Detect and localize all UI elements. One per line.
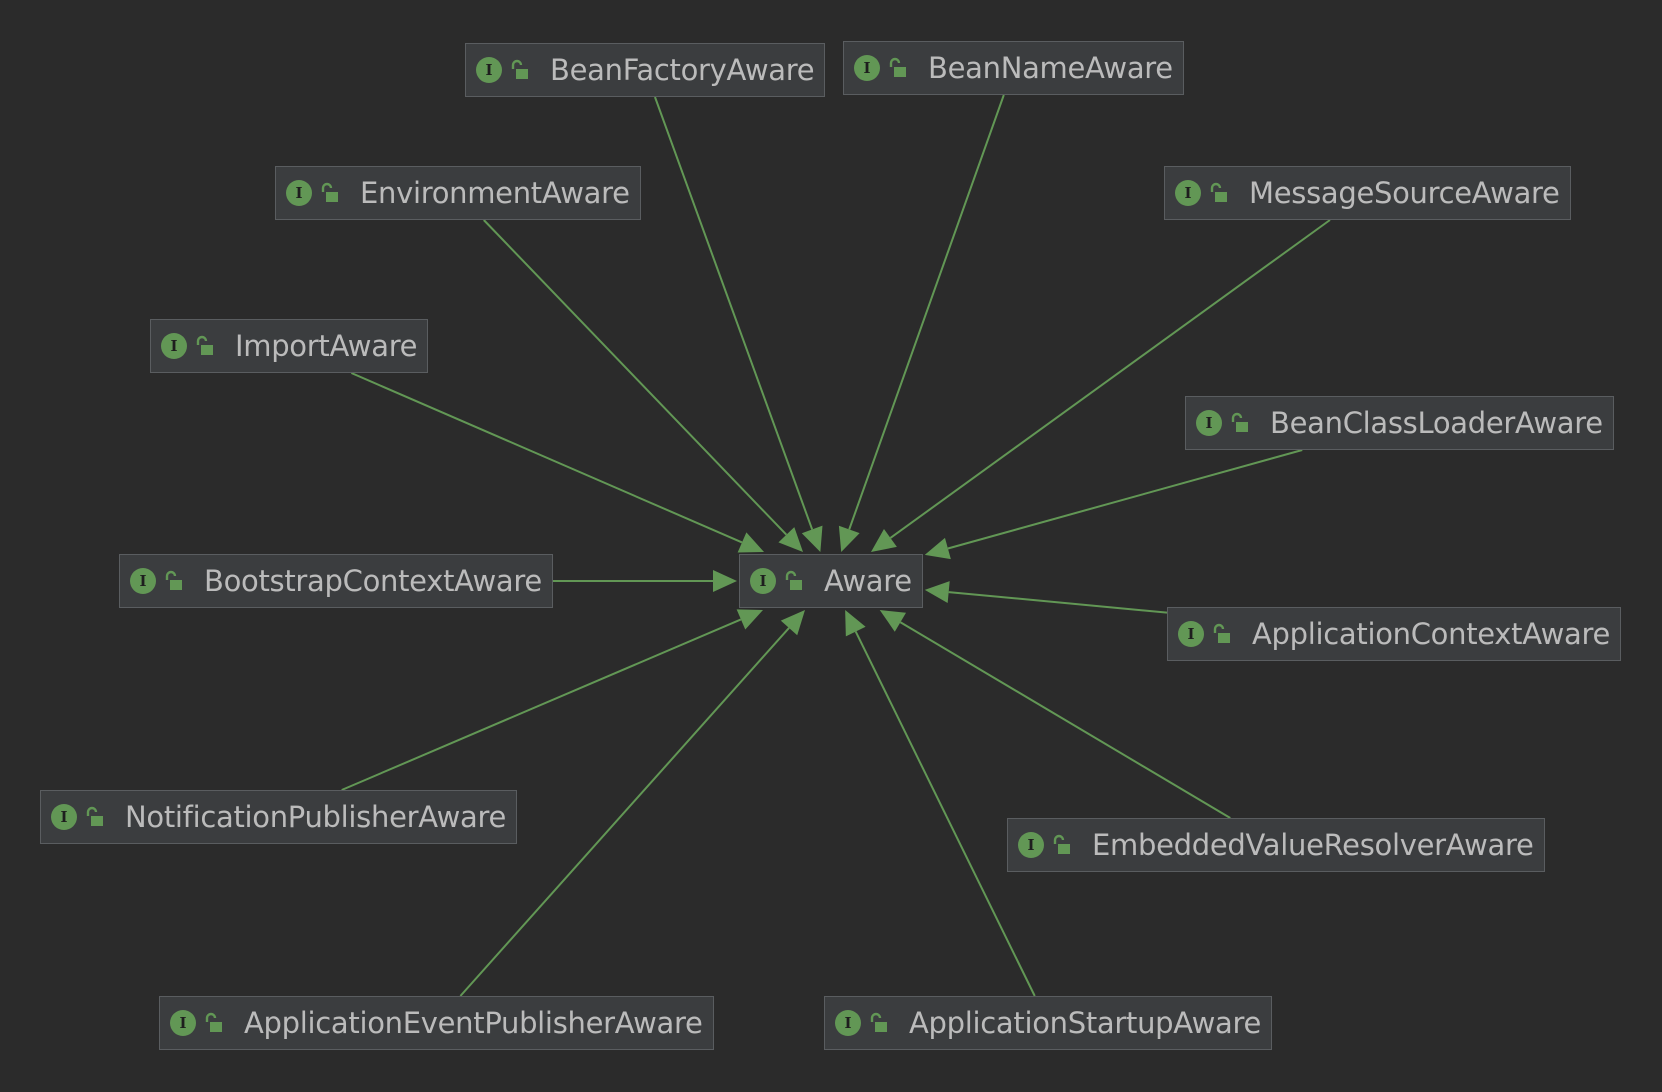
node-aware[interactable]: I Aware	[739, 554, 923, 608]
public-lock-icon	[889, 57, 906, 77]
node-application-context-aware[interactable]: I ApplicationContextAware	[1167, 607, 1622, 661]
arrowhead-import-aware	[737, 532, 765, 553]
node-environment-aware[interactable]: I EnvironmentAware	[275, 166, 641, 220]
edge-bean-class-loader-aware-to-aware	[947, 449, 1303, 550]
public-lock-icon	[196, 335, 213, 355]
public-lock-icon	[86, 806, 103, 826]
node-application-startup-aware[interactable]: I ApplicationStartupAware	[824, 996, 1273, 1050]
arrowhead-embedded-value-resolver-aware	[879, 610, 907, 632]
arrowhead-message-source-aware	[870, 529, 897, 552]
arrowhead-bean-name-aware	[838, 525, 860, 552]
public-lock-icon	[205, 1012, 222, 1032]
node-bean-class-loader-aware[interactable]: I BeanClassLoaderAware	[1185, 396, 1614, 450]
node-label: ApplicationEventPublisherAware	[244, 1005, 703, 1040]
edge-application-startup-aware-to-aware	[854, 631, 1036, 997]
interface-icon: I	[130, 568, 156, 594]
edge-bean-name-aware-to-aware	[848, 94, 1005, 530]
public-lock-icon	[1053, 834, 1070, 854]
edge-message-source-aware-to-aware	[889, 219, 1331, 539]
node-label: Aware	[824, 563, 912, 598]
interface-icon: I	[170, 1010, 196, 1036]
interface-icon: I	[161, 333, 187, 359]
node-label: BeanClassLoaderAware	[1270, 405, 1603, 440]
public-lock-icon	[1213, 623, 1230, 643]
node-label: NotificationPublisherAware	[125, 799, 507, 834]
node-bootstrap-context-aware[interactable]: I BootstrapContextAware	[119, 554, 553, 608]
public-lock-icon	[870, 1012, 887, 1032]
node-notification-publisher-aware[interactable]: I NotificationPublisherAware	[40, 790, 518, 844]
node-embedded-value-resolver-aware[interactable]: I EmbeddedValueResolverAware	[1007, 818, 1545, 872]
arrowhead-bean-factory-aware	[801, 525, 823, 552]
arrowhead-application-startup-aware	[845, 610, 866, 637]
interface-icon: I	[1175, 180, 1201, 206]
node-label: BeanFactoryAware	[550, 52, 815, 87]
interface-icon: I	[1178, 621, 1204, 647]
edge-application-context-aware-to-aware	[948, 591, 1168, 614]
node-bean-name-aware[interactable]: I BeanNameAware	[843, 41, 1184, 95]
interface-icon: I	[476, 57, 502, 83]
public-lock-icon	[1210, 182, 1227, 202]
interface-icon: I	[854, 55, 880, 81]
edge-environment-aware-to-aware	[483, 219, 788, 536]
public-lock-icon	[511, 59, 528, 79]
arrowhead-bean-class-loader-aware	[924, 537, 951, 560]
interface-icon: I	[286, 180, 312, 206]
interface-icon: I	[1018, 832, 1044, 858]
node-label: BeanNameAware	[928, 50, 1173, 85]
edge-import-aware-to-aware	[350, 372, 743, 544]
arrowhead-application-context-aware	[924, 581, 950, 604]
edge-embedded-value-resolver-aware-to-aware	[899, 621, 1231, 819]
interface-icon: I	[1196, 410, 1222, 436]
node-bean-factory-aware[interactable]: I BeanFactoryAware	[465, 43, 826, 97]
node-label: BootstrapContextAware	[204, 563, 542, 598]
arrowhead-application-event-publisher-aware	[780, 610, 805, 636]
public-lock-icon	[785, 570, 802, 590]
node-label: ApplicationStartupAware	[909, 1005, 1262, 1040]
node-label: MessageSourceAware	[1249, 175, 1560, 210]
arrowhead-notification-publisher-aware	[736, 609, 764, 630]
arrowhead-environment-aware	[778, 527, 804, 552]
public-lock-icon	[321, 182, 338, 202]
interface-icon: I	[835, 1010, 861, 1036]
edge-application-event-publisher-aware-to-aware	[459, 627, 790, 997]
node-import-aware[interactable]: I ImportAware	[150, 319, 429, 373]
node-label: EmbeddedValueResolverAware	[1092, 827, 1534, 862]
public-lock-icon	[1231, 412, 1248, 432]
edge-notification-publisher-aware-to-aware	[341, 618, 742, 791]
node-message-source-aware[interactable]: I MessageSourceAware	[1164, 166, 1571, 220]
node-label: ImportAware	[235, 328, 418, 363]
edge-bean-factory-aware-to-aware	[654, 96, 814, 530]
node-application-event-publisher-aware[interactable]: I ApplicationEventPublisherAware	[159, 996, 714, 1050]
public-lock-icon	[165, 570, 182, 590]
arrowhead-bootstrap-context-aware	[713, 570, 737, 592]
interface-icon: I	[51, 804, 77, 830]
interface-icon: I	[750, 568, 776, 594]
node-label: ApplicationContextAware	[1252, 616, 1611, 651]
node-label: EnvironmentAware	[360, 175, 630, 210]
